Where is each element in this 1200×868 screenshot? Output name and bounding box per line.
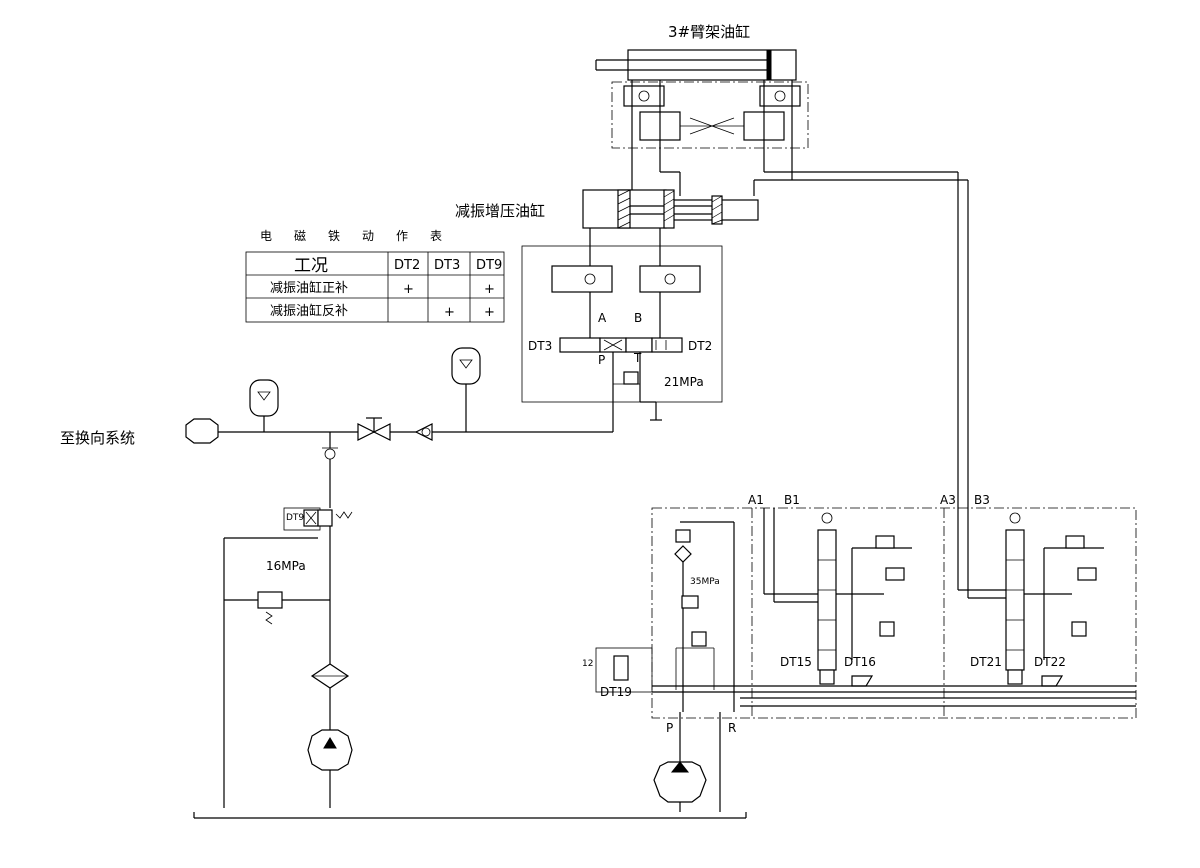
- table-row-1-condition: 减振油缸正补: [270, 280, 348, 296]
- filter: [310, 663, 350, 689]
- table-header-condition: 工况: [294, 256, 328, 276]
- relief-21-label: 21MPa: [664, 375, 704, 389]
- table-row-2-dt3: +: [444, 305, 455, 320]
- pump-left: [307, 729, 353, 771]
- table-header-dt2: DT2: [394, 258, 420, 273]
- port-t-label: T: [633, 351, 642, 365]
- dt9-valve: DT9: [283, 507, 353, 531]
- dt16-label: DT16: [844, 655, 876, 669]
- port-a1-label: A1: [748, 493, 764, 507]
- table-row-1-dt9: +: [484, 282, 495, 297]
- to-steering-label: 至换向系统: [60, 429, 135, 447]
- port-p2-label: P: [666, 721, 673, 735]
- multi-way-valve-block: A1 B1 A3 B3 35MPa 12 DT19: [582, 493, 1137, 719]
- table-row-2-dt9: +: [484, 305, 495, 320]
- relief-valve-16mpa: 16MPa: [224, 559, 330, 625]
- damping-valve-block: A B DT3 DT2 P T 21MPa: [521, 228, 723, 432]
- port-b1-label: B1: [784, 493, 800, 507]
- boom-cylinder: [595, 49, 797, 81]
- table-caption: 电磁铁动作表: [260, 228, 464, 243]
- pump-right: [653, 761, 707, 803]
- dt22-label: DT22: [1034, 655, 1066, 669]
- dt2-label: DT2: [688, 339, 712, 353]
- port-a3-label: A3: [940, 493, 956, 507]
- dt15-label: DT15: [780, 655, 812, 669]
- table-header-dt3: DT3: [434, 258, 460, 273]
- relief-35-label: 35MPa: [690, 577, 720, 587]
- table-row-1-dt2: +: [403, 282, 414, 297]
- action-table: 电磁铁动作表 工况 DT2 DT3 DT9 减振油缸正补 + + 减振油缸反补 …: [245, 228, 505, 323]
- port-p-label: P: [598, 353, 605, 367]
- damping-cylinder-title: 减振增压油缸: [455, 202, 545, 220]
- relief-16-label: 16MPa: [266, 559, 306, 573]
- boom-cylinder-title: 3#臂架油缸: [668, 23, 750, 41]
- port-b-label: B: [634, 311, 642, 325]
- table-header-dt9: DT9: [476, 258, 502, 273]
- dt3-label: DT3: [528, 339, 552, 353]
- port-a-label: A: [598, 311, 607, 325]
- dt9-label: DT9: [286, 513, 304, 523]
- port-r-label: R: [728, 721, 736, 735]
- table-row-2-condition: 减振油缸反补: [270, 303, 348, 319]
- port-b3-label: B3: [974, 493, 990, 507]
- balance-valve-block: [611, 80, 809, 172]
- num-12-label: 12: [582, 659, 593, 669]
- dt19-label: DT19: [600, 685, 632, 699]
- dt21-label: DT21: [970, 655, 1002, 669]
- steering-supply-line: [185, 347, 613, 508]
- damping-booster-cylinder: [582, 189, 759, 229]
